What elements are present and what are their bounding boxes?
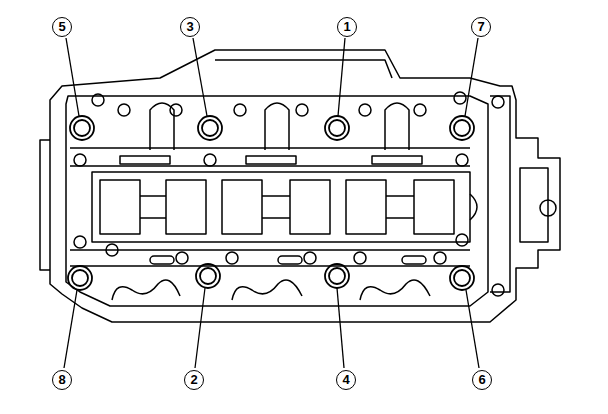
callout-number: 4 [336, 370, 356, 390]
end-plate-slot [520, 168, 548, 242]
callout-number: 2 [184, 370, 204, 390]
callout-number: 7 [471, 17, 491, 37]
end-plate-hole [540, 200, 556, 216]
upper-rail [70, 148, 470, 166]
callout-number: 6 [472, 370, 492, 390]
callout-number: 3 [180, 17, 200, 37]
port-shapes [112, 280, 430, 300]
valve-bores [92, 92, 466, 150]
cam-lobes [100, 180, 454, 234]
top-boss [215, 60, 392, 78]
callout-number: 5 [52, 17, 72, 37]
head-flange [40, 140, 50, 270]
cam-well [92, 172, 470, 242]
callout-number: 8 [52, 370, 72, 390]
cam-end [470, 194, 477, 220]
end-plate-hole [492, 96, 504, 108]
rail-slots [120, 156, 422, 164]
lower-holes [74, 154, 468, 264]
head-bolts [68, 116, 474, 290]
head-outline [50, 50, 560, 322]
end-plate [490, 96, 510, 292]
callout-number: 1 [337, 17, 357, 37]
head-inner-outline [66, 96, 488, 306]
lower-rail [70, 250, 470, 266]
leader-lines [64, 38, 479, 368]
end-plate-hole [492, 284, 504, 296]
